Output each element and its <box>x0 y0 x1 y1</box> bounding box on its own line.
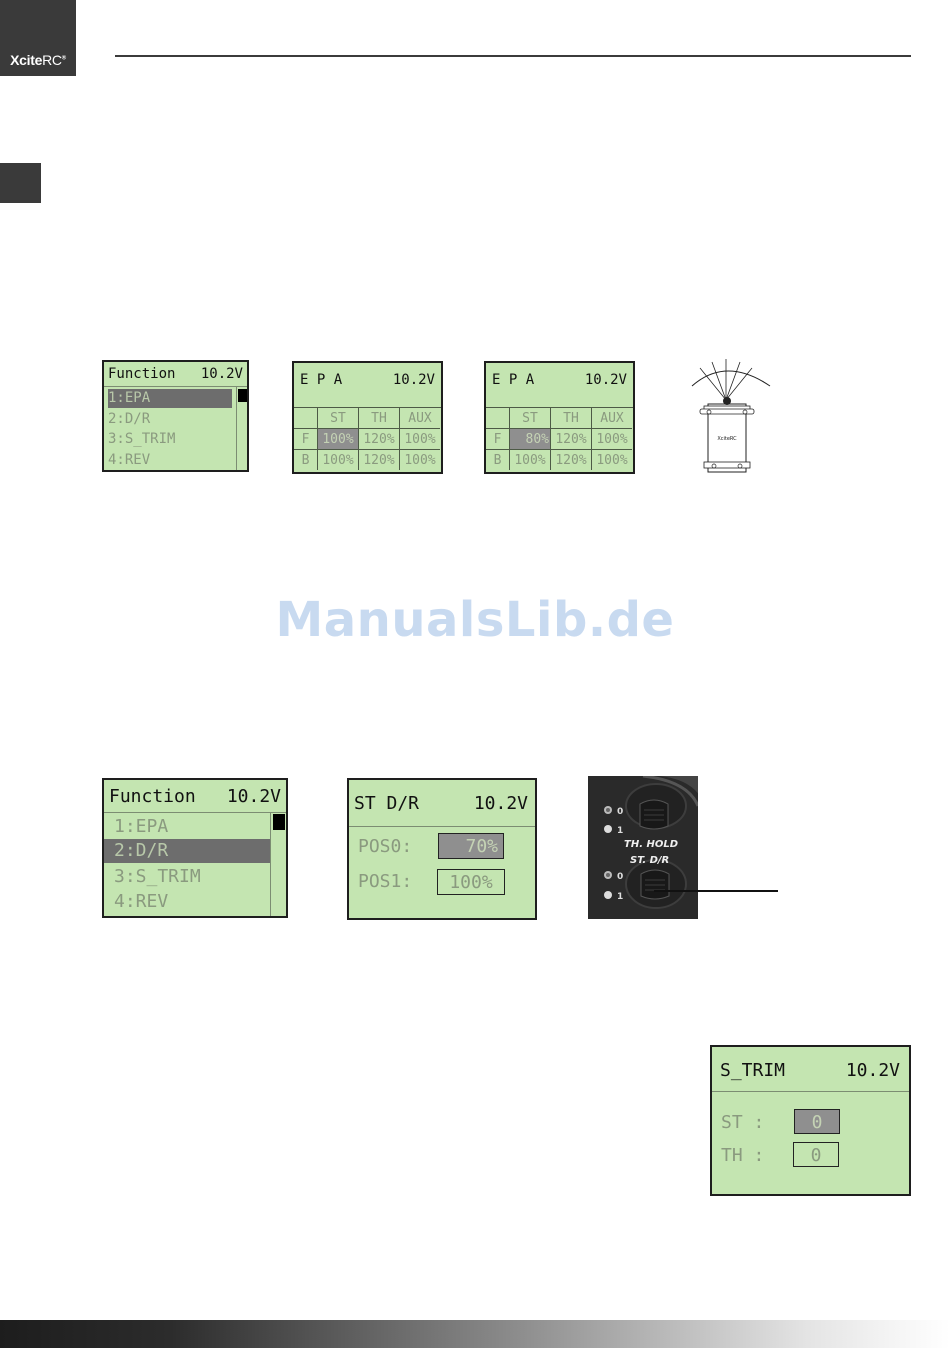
epa-value-cell[interactable]: 120% <box>358 449 400 470</box>
lcd-epa-adjusted: E P A 10.2V ST TH AUX F 80% 120% 100% B 1… <box>484 361 635 474</box>
voltage-readout: 10.2V <box>200 366 243 382</box>
switch-photo-art: 0 1 TH. HOLD ST. D/R 0 1 <box>588 776 698 919</box>
watermark: ManualsLib.de <box>275 592 675 648</box>
brand-logo-box: XciteRC® <box>0 0 76 76</box>
lcd-title: S_TRIM <box>720 1060 786 1081</box>
lcd-title: Function <box>108 366 176 382</box>
epa-value-cell[interactable]: 120% <box>358 428 400 450</box>
corner-cell <box>486 407 510 429</box>
pos1-label: POS1: <box>358 871 413 892</box>
menu-item-dr[interactable]: 2:D/R <box>104 839 270 863</box>
scrollbar-thumb[interactable] <box>273 814 285 830</box>
col-header: TH <box>358 407 400 429</box>
switch-pos-1-label: 1 <box>617 826 623 836</box>
menu-item-epa[interactable]: 1:EPA <box>114 816 169 837</box>
voltage-readout: 10.2V <box>226 786 281 807</box>
lcd-st-dual-rate: ST D/R 10.2V POS0: 70% POS1: 100% <box>347 778 537 920</box>
pos0-label: POS0: <box>358 836 413 857</box>
brand-logo: XciteRC® <box>0 52 76 68</box>
epa-value-cell[interactable]: 100% <box>399 428 440 450</box>
epa-table: ST TH AUX F 100% 120% 100% B 100% 120% 1… <box>294 407 440 470</box>
menu-item-s-trim[interactable]: 3:S_TRIM <box>108 431 176 447</box>
pos1-value-field[interactable]: 100% <box>437 869 505 895</box>
servo-brand-label: XciteRC <box>717 436 737 442</box>
epa-value-cell[interactable]: 100% <box>317 428 359 450</box>
lcd-header: S_TRIM 10.2V <box>712 1047 909 1092</box>
epa-value-cell[interactable]: 120% <box>550 449 592 470</box>
row-label: B <box>486 449 510 470</box>
voltage-readout: 10.2V <box>584 372 627 388</box>
servo-travel-figure: XciteRC <box>691 359 771 473</box>
scrollbar[interactable] <box>236 386 237 470</box>
epa-value-cell[interactable]: 100% <box>399 449 440 470</box>
callout-line <box>654 890 778 892</box>
scrollbar-thumb[interactable] <box>238 389 247 402</box>
lcd-title: E P A <box>492 372 535 388</box>
epa-value-cell[interactable]: 80% <box>509 428 551 450</box>
lcd-header: E P A 10.2V <box>294 363 441 395</box>
switch-pos-0-label: 0 <box>617 807 623 817</box>
epa-value-cell[interactable]: 100% <box>591 428 632 450</box>
epa-value-cell[interactable]: 120% <box>550 428 592 450</box>
menu-item-rev[interactable]: 4:REV <box>114 891 169 912</box>
pos0-value-field[interactable]: 70% <box>438 833 504 859</box>
lcd-epa-default: E P A 10.2V ST TH AUX F 100% 120% 100% B … <box>292 361 443 474</box>
footer-gradient-bar <box>0 1320 950 1348</box>
switch-pos-1-label: 1 <box>617 892 623 902</box>
col-header: TH <box>550 407 592 429</box>
scrollbar[interactable] <box>270 812 271 916</box>
voltage-readout: 10.2V <box>845 1060 900 1081</box>
lcd-title: ST D/R <box>354 793 420 814</box>
voltage-readout: 10.2V <box>473 793 528 814</box>
section-tab-marker <box>0 163 41 203</box>
th-trim-label: TH : <box>721 1145 765 1166</box>
lcd-title: Function <box>109 786 196 807</box>
row-label: B <box>294 449 318 470</box>
corner-cell <box>294 407 318 429</box>
header-rule <box>115 55 911 57</box>
col-header: AUX <box>591 407 632 429</box>
col-header: ST <box>317 407 359 429</box>
menu-item-epa[interactable]: 1:EPA <box>108 389 232 408</box>
th-trim-value-field[interactable]: 0 <box>793 1142 839 1167</box>
lcd-header: Function 10.2V <box>104 780 286 813</box>
lcd-header: Function 10.2V <box>104 362 247 387</box>
col-header: ST <box>509 407 551 429</box>
st-trim-label: ST : <box>721 1112 765 1133</box>
lcd-header: ST D/R 10.2V <box>349 780 535 827</box>
registered-mark: ® <box>61 55 66 62</box>
st-dr-label: ST. D/R <box>630 855 669 866</box>
row-label: F <box>294 428 318 450</box>
epa-value-cell[interactable]: 100% <box>317 449 359 470</box>
epa-value-cell[interactable]: 100% <box>591 449 632 470</box>
switch-pos-0-label: 0 <box>617 872 623 882</box>
menu-item-s-trim[interactable]: 3:S_TRIM <box>114 866 201 887</box>
switch-photo: 0 1 TH. HOLD ST. D/R 0 1 <box>588 776 698 919</box>
st-trim-value-field[interactable]: 0 <box>794 1109 840 1134</box>
epa-table: ST TH AUX F 80% 120% 100% B 100% 120% 10… <box>486 407 632 470</box>
lcd-header: E P A 10.2V <box>486 363 633 395</box>
voltage-readout: 10.2V <box>392 372 435 388</box>
lcd-function-menu-dr: Function 10.2V 1:EPA 2:D/R 3:S_TRIM 4:REV <box>102 778 288 918</box>
row-label: F <box>486 428 510 450</box>
lcd-title: E P A <box>300 372 343 388</box>
menu-item-dr[interactable]: 2:D/R <box>108 411 151 427</box>
th-hold-label: TH. HOLD <box>624 839 678 850</box>
brand-name-light: RC <box>42 52 62 68</box>
lcd-function-menu-epa: Function 10.2V 1:EPA 2:D/R 3:S_TRIM 4:REV <box>102 360 249 472</box>
brand-name-bold: Xcite <box>10 52 43 68</box>
menu-item-rev[interactable]: 4:REV <box>108 452 151 468</box>
col-header: AUX <box>399 407 440 429</box>
epa-value-cell[interactable]: 100% <box>509 449 551 470</box>
lcd-s-trim: S_TRIM 10.2V ST : 0 TH : 0 <box>710 1045 911 1196</box>
